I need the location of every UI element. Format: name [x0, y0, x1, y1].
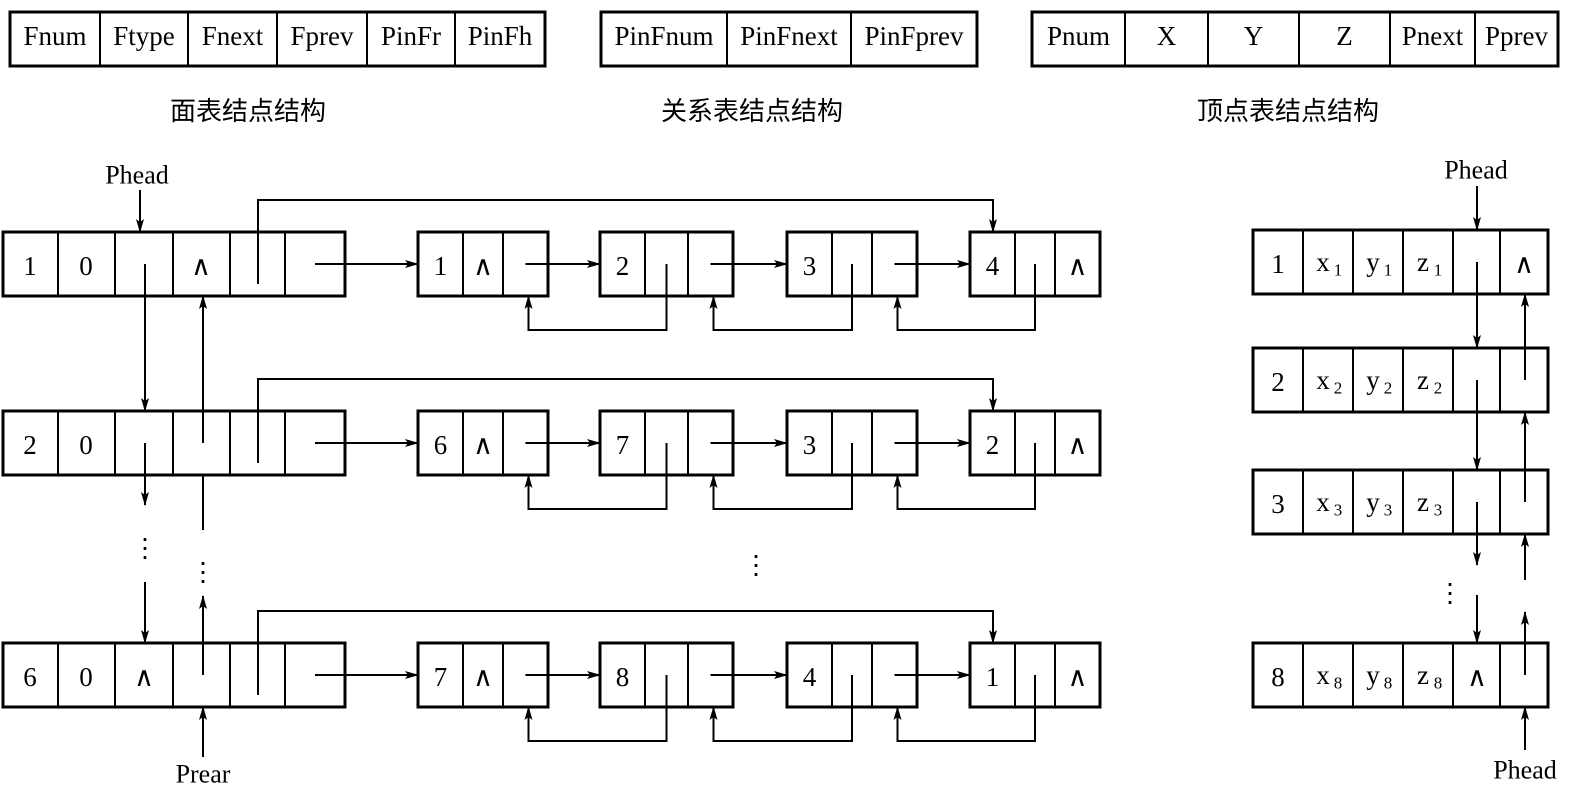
- vertex-coord-x: x: [1316, 660, 1330, 690]
- relation-pinfnum: 3: [803, 430, 817, 460]
- vertical-ellipsis: ⋮: [743, 551, 769, 580]
- vertex-field-pnum: Pnum: [1047, 21, 1110, 51]
- null-symbol: ∧: [1514, 249, 1534, 279]
- null-symbol: ∧: [1467, 662, 1487, 692]
- vertex-field-x: X: [1157, 21, 1177, 51]
- vertex-pnum: 1: [1271, 249, 1285, 279]
- vertex-coord-y: y: [1366, 660, 1380, 690]
- vertex-structure-caption: 顶点表结点结构: [1197, 97, 1379, 127]
- vertex-phead-top-label: Phead: [1444, 156, 1508, 185]
- null-symbol: ∧: [473, 251, 493, 281]
- vertex-coord-z: z: [1417, 365, 1429, 395]
- null-symbol: ∧: [473, 430, 493, 460]
- vertex-coord-subscript: 3: [1384, 501, 1393, 520]
- vertex-node-1: [1251, 228, 1550, 296]
- relation-pinfnum: 8: [616, 662, 630, 692]
- vertex-coord-subscript: 8: [1434, 674, 1443, 693]
- relation-field-pinfnext: PinFnext: [740, 21, 838, 51]
- null-symbol: ∧: [473, 662, 493, 692]
- relation-pinfnum: 2: [986, 430, 1000, 460]
- vertex-coord-x: x: [1316, 365, 1330, 395]
- vertex-field-z: Z: [1336, 21, 1353, 51]
- vertex-coord-subscript: 2: [1434, 379, 1443, 398]
- face-ftype: 0: [79, 430, 93, 460]
- vertex-coord-y: y: [1366, 365, 1380, 395]
- pinfr-pointer-arrow: [257, 610, 997, 695]
- vertex-coord-z: z: [1417, 487, 1429, 517]
- relation-structure: [599, 10, 979, 68]
- face-ftype: 0: [79, 251, 93, 281]
- relation-node: [968, 230, 1102, 298]
- relation-pinfnum: 4: [803, 662, 817, 692]
- pinfr-pointer-arrow: [257, 378, 997, 463]
- face-ftype: 0: [79, 662, 93, 692]
- vertical-ellipsis: ⋮: [190, 558, 216, 587]
- vertex-structure: [1030, 10, 1560, 68]
- vertex-node-2: [1251, 346, 1550, 414]
- relation-pinfnum: 6: [434, 430, 448, 460]
- vertex-coord-subscript: 1: [1434, 261, 1443, 280]
- vertex-phead-bottom-label: Phead: [1493, 756, 1557, 785]
- relation-node: [968, 409, 1102, 477]
- null-symbol: ∧: [1068, 662, 1088, 692]
- face-fnum: 1: [23, 251, 37, 281]
- vertex-pnum: 3: [1271, 489, 1285, 519]
- vertex-coord-z: z: [1417, 247, 1429, 277]
- null-symbol: ∧: [1068, 251, 1088, 281]
- null-symbol: ∧: [1068, 430, 1088, 460]
- vertical-ellipsis: ⋮: [1437, 579, 1463, 608]
- vertex-coord-subscript: 1: [1384, 261, 1393, 280]
- vertex-field-pprev: Pprev: [1485, 21, 1548, 51]
- face-field-pinfr: PinFr: [381, 21, 441, 51]
- prear-label: Prear: [176, 760, 231, 789]
- vertex-coord-subscript: 3: [1334, 501, 1343, 520]
- relation-field-pinfnum: PinFnum: [614, 21, 713, 51]
- relation-pinfnum: 4: [986, 251, 1000, 281]
- vertex-node-3: [1251, 468, 1550, 536]
- face-field-pinfh: PinFh: [468, 21, 533, 51]
- vertex-coord-y: y: [1366, 247, 1380, 277]
- face-fnum: 6: [23, 662, 37, 692]
- vertex-coord-subscript: 3: [1434, 501, 1443, 520]
- face-field-fprev: Fprev: [291, 21, 354, 51]
- vertical-ellipsis: ⋮: [132, 534, 158, 563]
- face-fnum: 2: [23, 430, 37, 460]
- pinfr-pointer-arrow: [257, 199, 997, 284]
- relation-node: [968, 641, 1102, 709]
- relation-pinfnum: 2: [616, 251, 630, 281]
- relation-pinfnum: 1: [434, 251, 448, 281]
- vertex-field-y: Y: [1244, 21, 1264, 51]
- vertex-pnum: 2: [1271, 367, 1285, 397]
- relation-structure-caption: 关系表结点结构: [661, 97, 843, 127]
- null-symbol: ∧: [134, 662, 154, 692]
- relation-field-pinfprev: PinFprev: [864, 21, 964, 51]
- face-field-fnext: Fnext: [202, 21, 264, 51]
- vertex-coord-x: x: [1316, 487, 1330, 517]
- vertex-coord-subscript: 8: [1384, 674, 1393, 693]
- face-field-ftype: Ftype: [113, 21, 175, 51]
- relation-pinfnum: 1: [986, 662, 1000, 692]
- vertex-field-pnext: Pnext: [1402, 21, 1464, 51]
- face-field-fnum: Fnum: [23, 21, 86, 51]
- vertex-pnum: 8: [1271, 662, 1285, 692]
- vertex-coord-subscript: 2: [1384, 379, 1393, 398]
- relation-pinfnum: 7: [616, 430, 630, 460]
- vertex-coord-x: x: [1316, 247, 1330, 277]
- vertex-coord-y: y: [1366, 487, 1380, 517]
- vertex-node-8: [1251, 641, 1550, 709]
- vertex-coord-subscript: 1: [1334, 261, 1343, 280]
- null-symbol: ∧: [191, 251, 211, 281]
- face-structure-caption: 面表结点结构: [170, 97, 326, 127]
- vertex-coord-z: z: [1417, 660, 1429, 690]
- phead-label: Phead: [105, 161, 169, 190]
- relation-pinfnum: 3: [803, 251, 817, 281]
- vertex-coord-subscript: 8: [1334, 674, 1343, 693]
- relation-pinfnum: 7: [434, 662, 448, 692]
- vertex-coord-subscript: 2: [1334, 379, 1343, 398]
